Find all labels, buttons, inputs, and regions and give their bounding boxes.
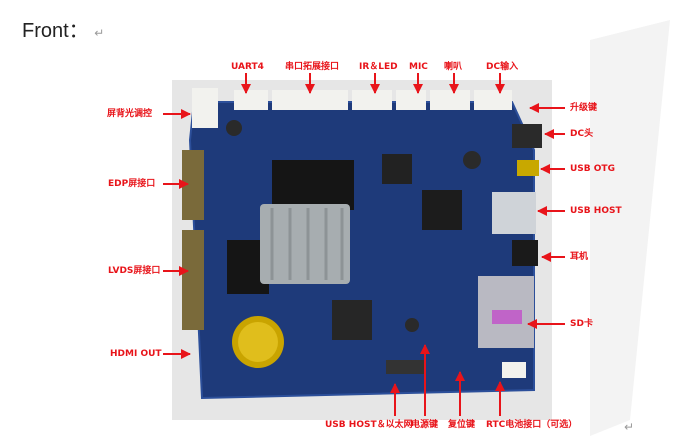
label-serial-ext: 串口拓展接口 bbox=[285, 62, 340, 72]
label-power-key: 电源键 bbox=[411, 420, 439, 430]
label-speaker: 喇叭 bbox=[444, 62, 463, 72]
label-mic: MIC bbox=[409, 62, 428, 72]
label-sd-card: SD卡 bbox=[570, 319, 593, 329]
paragraph-mark: ↵ bbox=[94, 26, 105, 40]
label-usb-host-eth: USB HOST＆以太网 bbox=[325, 420, 413, 430]
label-dc-in: DC输入 bbox=[486, 62, 519, 72]
label-uart4: UART4 bbox=[231, 62, 264, 72]
label-ir-led: IR＆LED bbox=[359, 62, 398, 72]
board-photo bbox=[172, 80, 552, 420]
label-lvds: LVDS屏接口 bbox=[108, 266, 161, 276]
paragraph-mark-bottom: ↵ bbox=[624, 420, 635, 434]
label-usb-otg: USB OTG bbox=[570, 164, 615, 174]
label-upgrade-key: 升级键 bbox=[570, 103, 598, 113]
label-usb-host: USB HOST bbox=[570, 206, 622, 216]
label-hdmi-out: HDMI OUT bbox=[110, 349, 162, 359]
label-rtc: RTC电池接口（可选） bbox=[486, 420, 578, 430]
label-earphone: 耳机 bbox=[570, 252, 589, 262]
label-edp: EDP屏接口 bbox=[108, 179, 156, 189]
label-dc-jack: DC头 bbox=[570, 129, 594, 139]
title-text: Front： bbox=[22, 20, 89, 42]
label-backlight: 屏背光调控 bbox=[107, 109, 153, 119]
label-reset-key: 复位键 bbox=[448, 420, 476, 430]
page-title: Front： ↵ bbox=[22, 14, 104, 43]
